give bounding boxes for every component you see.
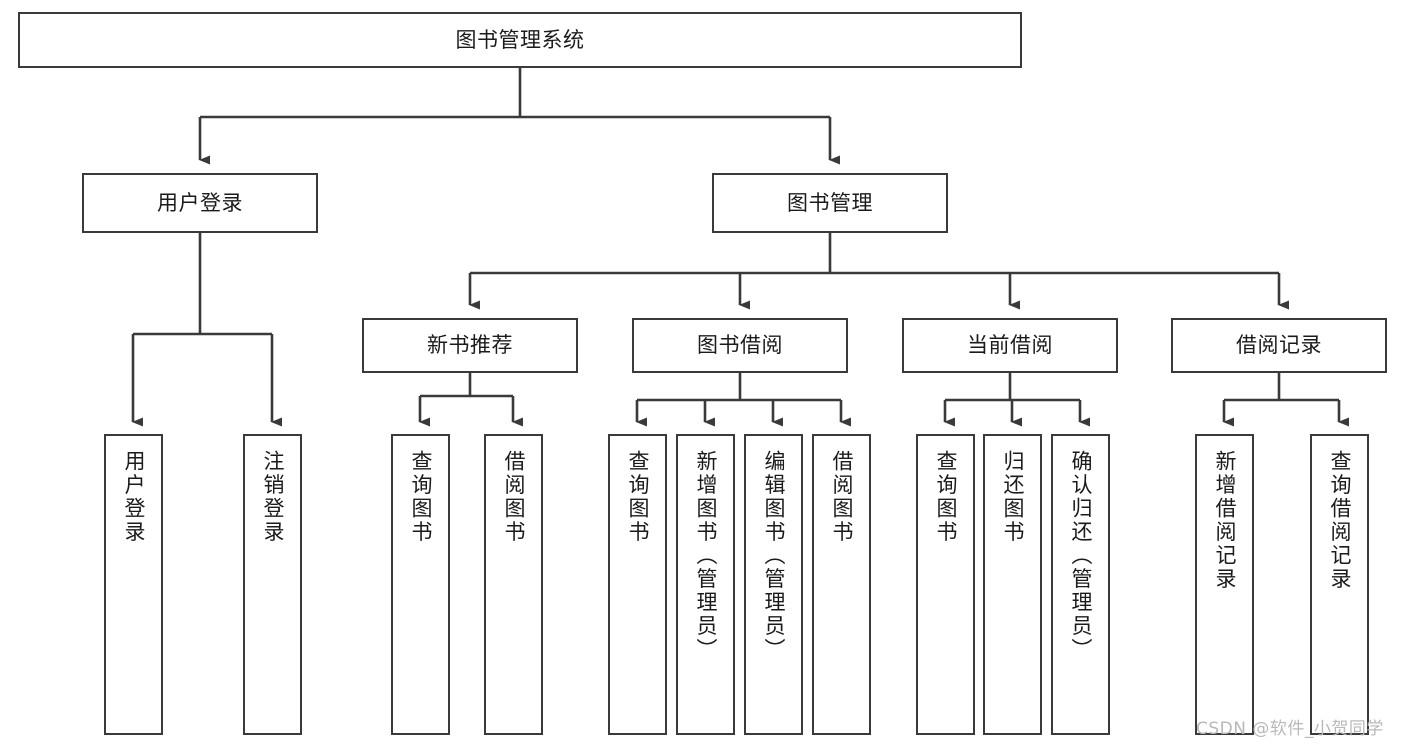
leaf-query-borrow-record[interactable]: 查询借阅记录	[1310, 434, 1369, 735]
node-label: 图书借阅	[697, 333, 783, 358]
leaf-return-book[interactable]: 归还图书	[983, 434, 1042, 735]
node-new-book-recommend[interactable]: 新书推荐	[362, 318, 578, 373]
leaf-add-borrow-record[interactable]: 新增借阅记录	[1195, 434, 1254, 735]
node-label: 新增图书（管理员）	[694, 450, 718, 662]
node-label: 查询图书	[626, 450, 650, 544]
node-root-system[interactable]: 图书管理系统	[18, 12, 1022, 68]
node-label: 借阅图书	[502, 450, 526, 544]
node-label: 确认归还（管理员）	[1069, 450, 1093, 662]
node-label: 借阅图书	[830, 450, 854, 544]
node-label: 借阅记录	[1236, 333, 1322, 358]
node-label: 用户登录	[157, 190, 243, 215]
node-label: 查询借阅记录	[1328, 450, 1352, 591]
csdn-watermark: CSDN @软件_小贺同学	[1196, 719, 1384, 739]
node-user-login[interactable]: 用户登录	[82, 173, 318, 233]
node-borrow-record[interactable]: 借阅记录	[1171, 318, 1387, 373]
leaf-logout[interactable]: 注销登录	[243, 434, 302, 735]
leaf-edit-book-admin[interactable]: 编辑图书（管理员）	[744, 434, 803, 735]
leaf-borrow-book[interactable]: 借阅图书	[812, 434, 871, 735]
leaf-query-book-recommend[interactable]: 查询图书	[391, 434, 450, 735]
leaf-query-book-current[interactable]: 查询图书	[916, 434, 975, 735]
leaf-user-login[interactable]: 用户登录	[104, 434, 163, 735]
leaf-borrow-book-recommend[interactable]: 借阅图书	[484, 434, 543, 735]
node-label: 编辑图书（管理员）	[762, 450, 786, 662]
node-book-borrow[interactable]: 图书借阅	[632, 318, 848, 373]
leaf-confirm-return-admin[interactable]: 确认归还（管理员）	[1051, 434, 1110, 735]
node-label: 归还图书	[1001, 450, 1025, 544]
node-label: 注销登录	[261, 450, 285, 544]
node-label: 查询图书	[409, 450, 433, 544]
node-label: 新增借阅记录	[1213, 450, 1237, 591]
node-current-borrow[interactable]: 当前借阅	[902, 318, 1118, 373]
node-label: 图书管理	[787, 190, 873, 215]
leaf-add-book-admin[interactable]: 新增图书（管理员）	[676, 434, 735, 735]
node-book-management[interactable]: 图书管理	[712, 173, 948, 233]
node-label: 查询图书	[934, 450, 958, 544]
node-label: 新书推荐	[427, 333, 513, 358]
node-label: 图书管理系统	[455, 27, 585, 52]
node-label: 用户登录	[122, 450, 146, 544]
node-label: 当前借阅	[967, 333, 1053, 358]
leaf-query-book-borrow[interactable]: 查询图书	[608, 434, 667, 735]
